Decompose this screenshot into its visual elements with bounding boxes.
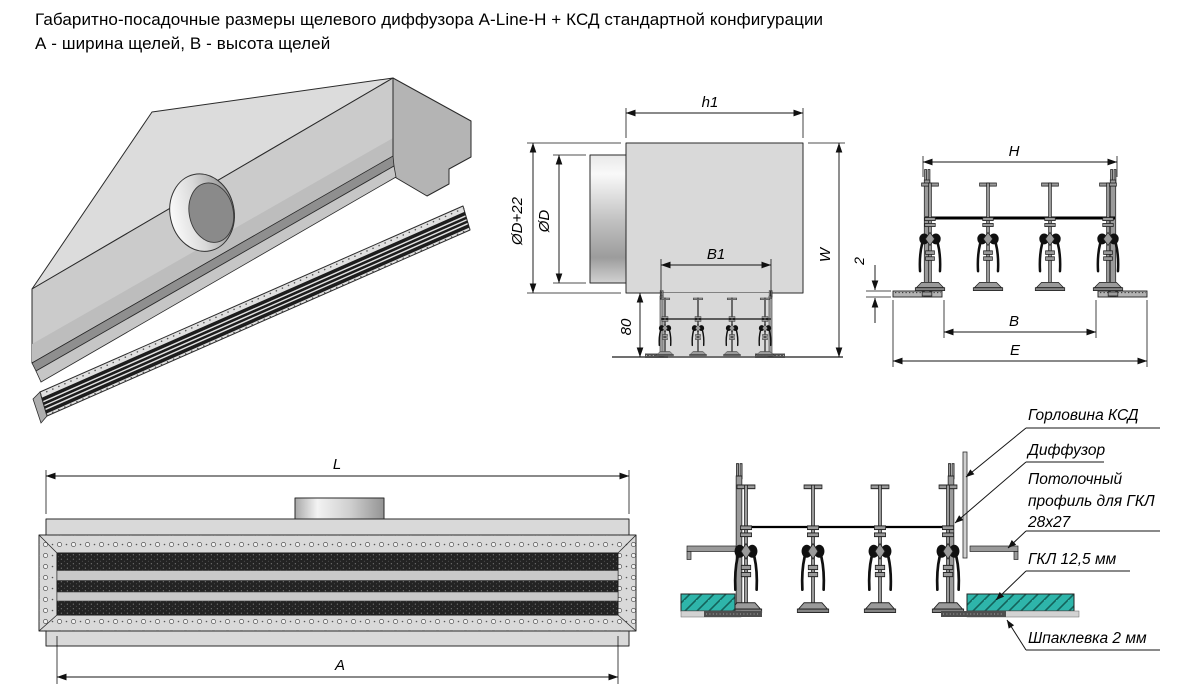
sheet-subtitle: А - ширина щелей, В - высота щелей: [35, 34, 331, 54]
dim-w: W: [817, 246, 834, 262]
dim-e: E: [1010, 342, 1021, 359]
dim-d: ØD: [536, 210, 553, 234]
sheet-title: Габаритно-посадочные размеры щелевого ди…: [35, 10, 824, 29]
side-view-dimensions: h1 ØD+22 ØD B1 W 80: [509, 94, 845, 358]
dim-80: 80: [618, 318, 635, 335]
dim-d-plus-22: ØD+22: [509, 196, 526, 246]
callout-profile-line2: профиль для ГКЛ: [1028, 493, 1155, 510]
iso-lower-section: [35, 165, 397, 383]
iso-perforation-row-bottom: [45, 228, 471, 416]
mounting-detail-view: [680, 451, 1080, 618]
dim-b1: B1: [707, 246, 725, 263]
side-diffuser-neck: [660, 293, 772, 356]
plan-slot-separator-1: [56, 570, 619, 581]
detail-ceiling-profile-right: [969, 545, 1019, 560]
callout-neck: Горловина КСД: [1028, 407, 1139, 424]
plan-view: L A: [38, 456, 637, 684]
callout-putty: Шпаклевка 2 мм: [1028, 630, 1147, 647]
dim-h1: h1: [702, 94, 719, 111]
iso-slot-1: [41, 211, 466, 402]
plan-frame-perforation: [39, 535, 636, 631]
title-block: Габаритно-посадочные размеры щелевого ди…: [35, 8, 823, 56]
dim-h: H: [1009, 143, 1020, 160]
detail-ceiling-profile-left: [686, 545, 737, 560]
dim-2: 2: [851, 257, 867, 266]
dim-a: A: [334, 657, 345, 674]
iso-end-cap: [392, 77, 472, 197]
section-view: H 2 B E: [851, 143, 1148, 367]
iso-slot-3: [44, 220, 468, 409]
section-flange-left: [892, 290, 943, 298]
dim-l: L: [333, 456, 341, 473]
dim-b: B: [1009, 313, 1019, 330]
side-duct-collar: [589, 154, 627, 284]
detail-ksd-neck: [962, 451, 968, 559]
section-view-dimensions: H 2 B E: [851, 143, 1148, 367]
section-flange-right: [1097, 290, 1148, 298]
detail-putty-dark-right: [941, 611, 1006, 617]
plan-duct-collar: [294, 497, 385, 520]
callout-diffuser: Диффузор: [1026, 442, 1105, 459]
plan-slot-separator-2: [56, 591, 619, 602]
isometric-view: [31, 77, 472, 424]
detail-gkl-board-right: [966, 593, 1075, 612]
callout-profile-line3: 28х27: [1027, 514, 1072, 531]
callout-profile-line1: Потолочный: [1028, 471, 1122, 488]
iso-slot-2: [43, 216, 467, 405]
detail-gkl-board-left: [680, 593, 736, 612]
detail-putty-dark-left: [704, 611, 762, 617]
side-plenum-body: [625, 142, 804, 294]
iso-slot-4: [45, 224, 470, 414]
plan-slot-texture: [57, 553, 618, 615]
callouts: Горловина КСД Диффузор Потолочный профил…: [954, 407, 1160, 651]
iso-duct-collar: [169, 173, 235, 252]
plan-view-dimensions: L A: [45, 456, 630, 684]
iso-perforation-row-top: [39, 207, 465, 396]
callout-gkl: ГКЛ 12,5 мм: [1028, 551, 1117, 568]
side-view: h1 ØD+22 ØD B1 W 80: [509, 94, 845, 358]
